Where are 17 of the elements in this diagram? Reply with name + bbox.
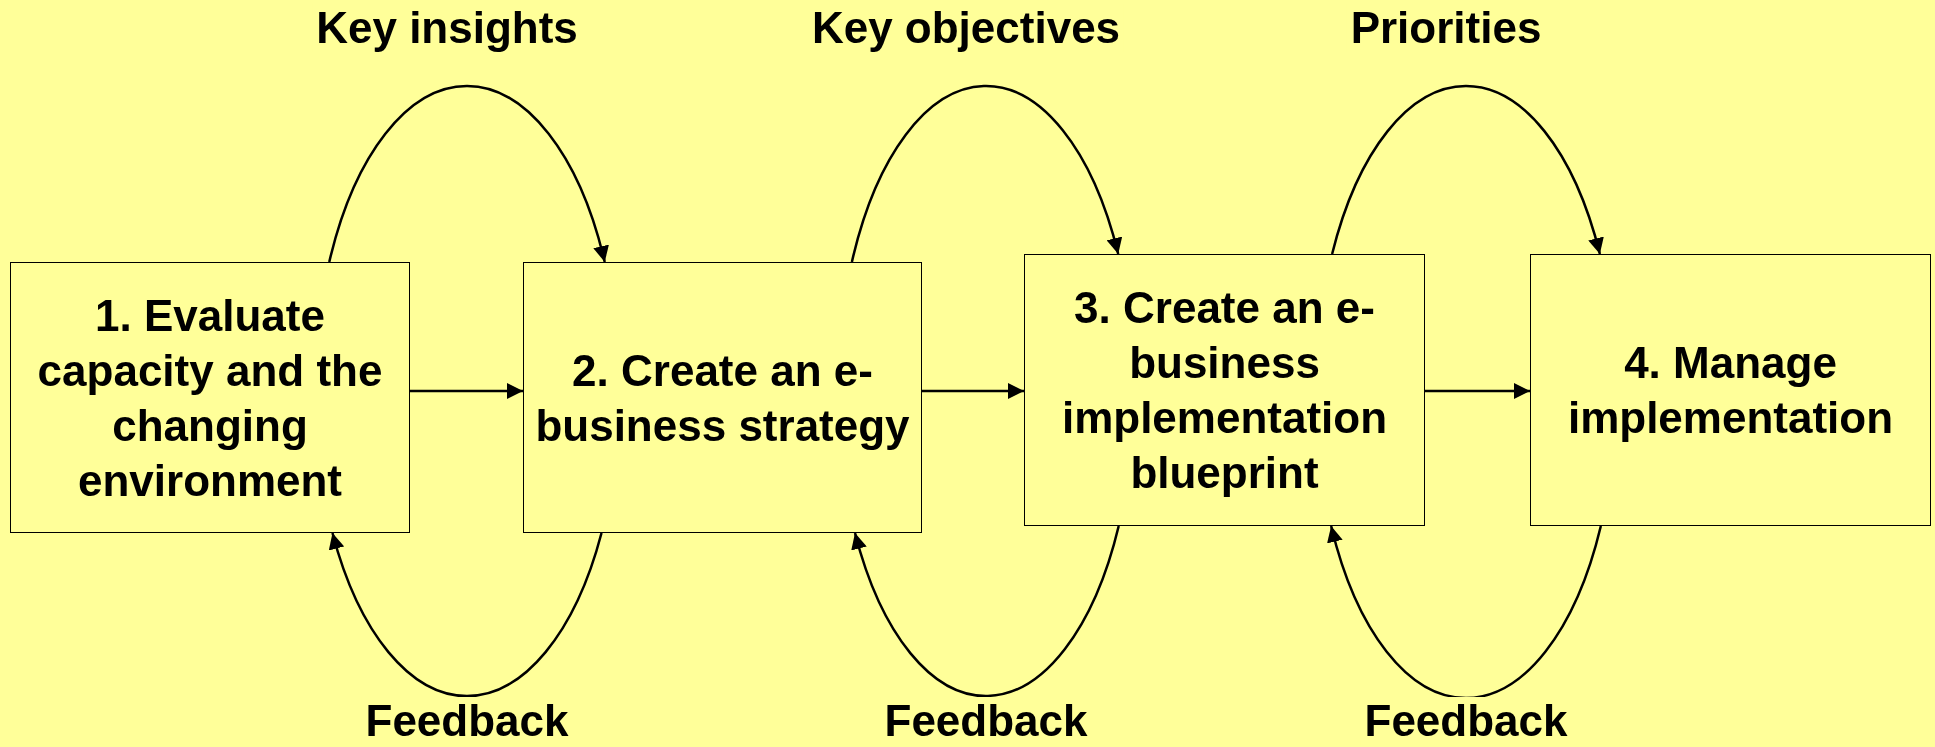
curved-arrow — [329, 532, 603, 697]
arrow — [1425, 383, 1530, 399]
process-box — [1024, 254, 1425, 526]
arrow — [922, 383, 1024, 399]
step-text: 4. Manage implementation — [1566, 337, 1895, 444]
curved-arrow — [1330, 85, 1604, 255]
curved-arrow — [851, 525, 1120, 697]
curved-arrow — [328, 85, 609, 263]
step-text: 1. Evaluate capacity and the changing environment — [36, 289, 384, 507]
step-text: 2. Create an e-business strategy — [534, 344, 911, 452]
process-box — [1530, 254, 1931, 526]
process-box — [10, 262, 410, 533]
process-box — [523, 262, 922, 533]
curved-arrow — [850, 84, 1122, 263]
step-text: 3. Create an e-business implementation blueprint — [1060, 282, 1389, 499]
curved-arrow — [1327, 525, 1603, 699]
arrow — [410, 383, 523, 399]
